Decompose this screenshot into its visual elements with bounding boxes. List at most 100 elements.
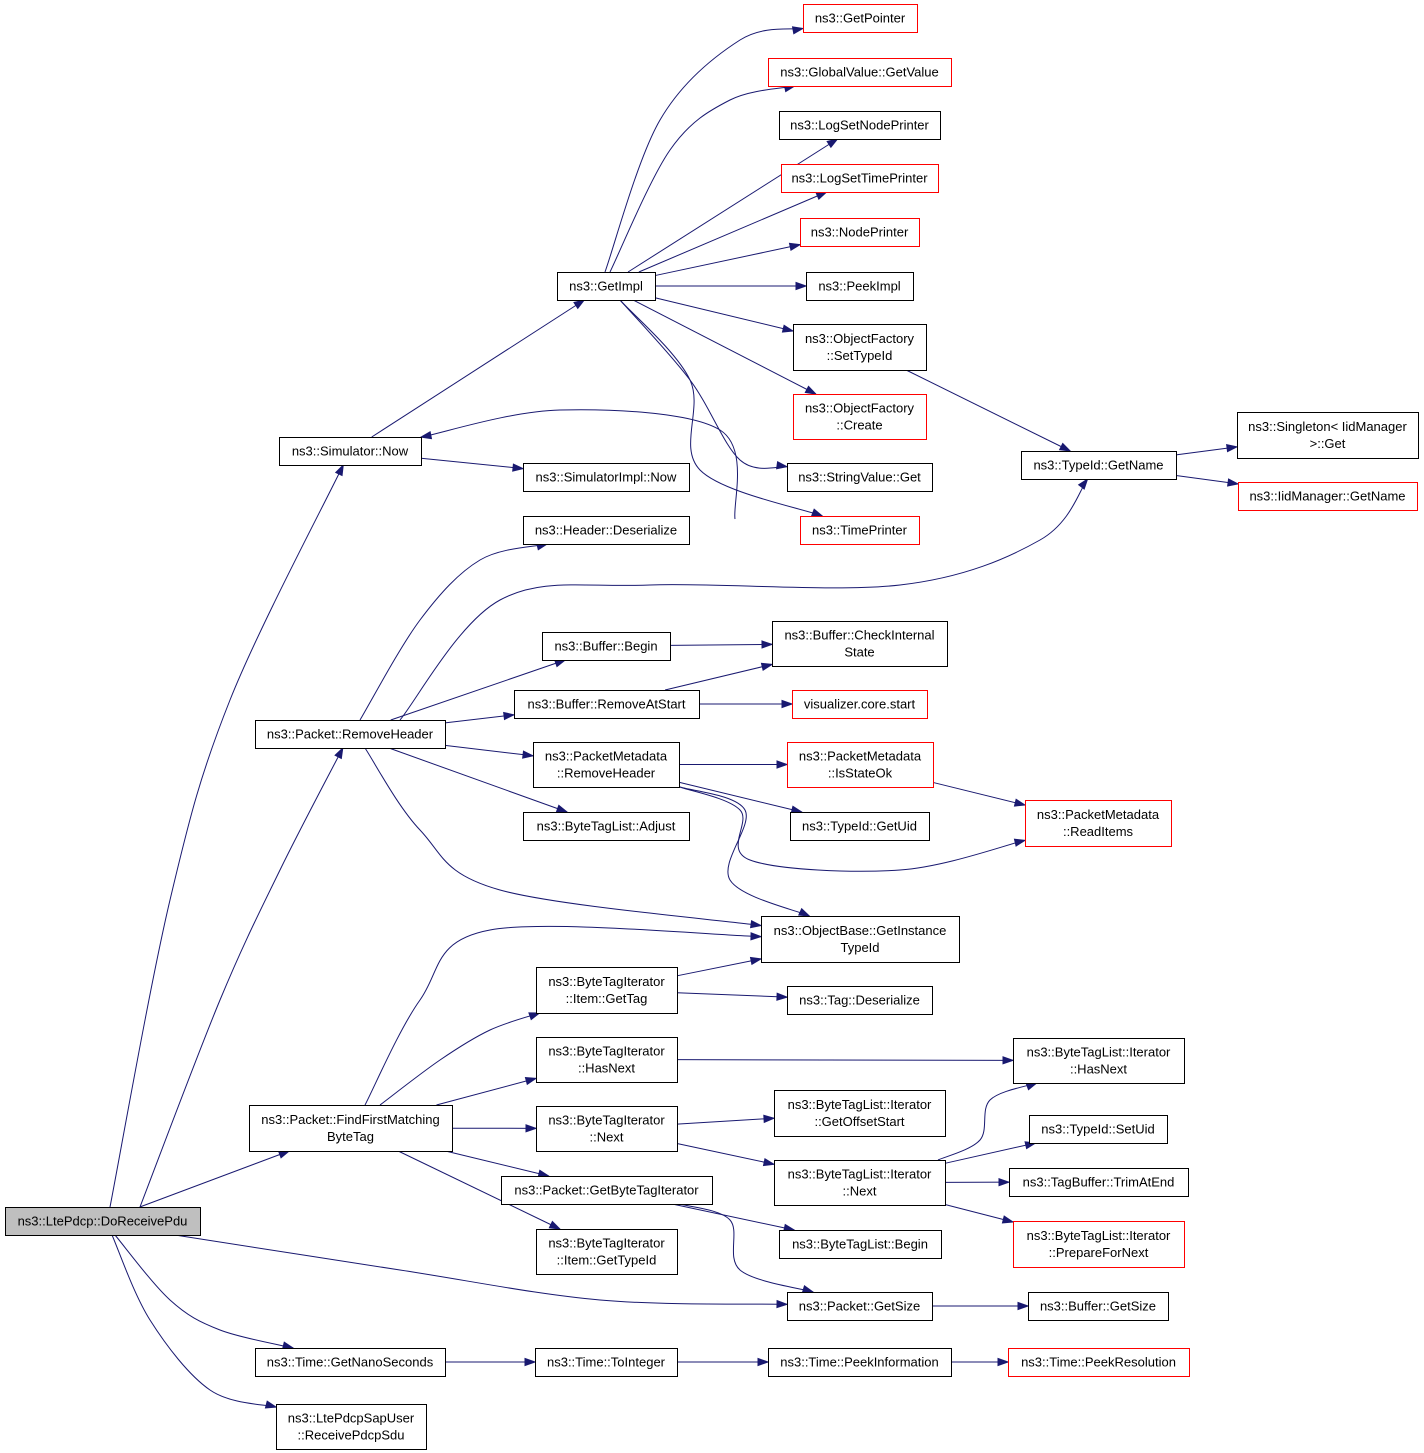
node-pkt-removeheader[interactable]: ns3::Packet::RemoveHeader [255, 720, 446, 749]
node-box[interactable] [536, 1229, 678, 1275]
node-box[interactable] [249, 1105, 453, 1152]
node-box[interactable] [1009, 1168, 1189, 1197]
node-box[interactable] [536, 967, 678, 1014]
node-singleton-get[interactable]: ns3::Singleton< IidManager>::Get [1237, 412, 1419, 459]
node-pkt-getsize[interactable]: ns3::Packet::GetSize [787, 1292, 933, 1321]
node-sv-get[interactable]: ns3::StringValue::Get [787, 463, 933, 492]
node-box[interactable] [772, 621, 948, 667]
node-sim-now[interactable]: ns3::Simulator::Now [279, 437, 422, 466]
node-box[interactable] [533, 742, 680, 788]
node-box[interactable] [536, 1106, 678, 1152]
node-peekimpl[interactable]: ns3::PeekImpl [806, 272, 914, 301]
node-getpointer[interactable]: ns3::GetPointer [803, 4, 918, 33]
node-box[interactable] [787, 463, 933, 492]
node-box[interactable] [557, 272, 656, 301]
node-of-settypeid[interactable]: ns3::ObjectFactory::SetTypeId [793, 324, 927, 371]
node-tag-deser[interactable]: ns3::Tag::Deserialize [787, 986, 933, 1015]
node-box[interactable] [787, 742, 934, 788]
node-buffer-getsize[interactable]: ns3::Buffer::GetSize [1028, 1292, 1169, 1321]
node-time-peekres[interactable]: ns3::Time::PeekResolution [1008, 1348, 1190, 1377]
node-box[interactable] [768, 58, 952, 87]
node-box[interactable] [1021, 451, 1177, 480]
node-header-deser[interactable]: ns3::Header::Deserialize [523, 516, 690, 545]
node-gv-getvalue[interactable]: ns3::GlobalValue::GetValue [768, 58, 952, 87]
node-getimpl[interactable]: ns3::GetImpl [557, 272, 656, 301]
node-box[interactable] [774, 1090, 946, 1137]
node-viz-start[interactable]: visualizer.core.start [792, 690, 928, 719]
node-box[interactable] [514, 690, 700, 719]
node-bti-hasnext[interactable]: ns3::ByteTagIterator::HasNext [536, 1037, 678, 1083]
node-box[interactable] [1013, 1038, 1185, 1084]
node-box[interactable] [803, 4, 918, 33]
node-pm-readitems[interactable]: ns3::PacketMetadata::ReadItems [1025, 800, 1172, 847]
node-btli-hasnext[interactable]: ns3::ByteTagList::Iterator::HasNext [1013, 1038, 1185, 1084]
node-box[interactable] [276, 1404, 427, 1450]
node-pkt-getbtiter[interactable]: ns3::Packet::GetByteTagIterator [501, 1176, 713, 1205]
node-box[interactable] [279, 437, 422, 466]
node-box[interactable] [255, 1348, 446, 1377]
node-root[interactable]: ns3::LtePdcp::DoReceivePdu [5, 1207, 201, 1236]
node-timeprinter[interactable]: ns3::TimePrinter [800, 516, 920, 545]
node-of-create[interactable]: ns3::ObjectFactory::Create [793, 394, 927, 440]
node-box[interactable] [792, 690, 928, 719]
node-box[interactable] [761, 916, 960, 963]
node-btli-next[interactable]: ns3::ByteTagList::Iterator::Next [774, 1160, 946, 1206]
node-box[interactable] [800, 218, 920, 247]
node-iid-getname[interactable]: ns3::IidManager::GetName [1238, 482, 1418, 511]
node-box[interactable] [781, 164, 939, 193]
node-btl-adjust[interactable]: ns3::ByteTagList::Adjust [523, 812, 690, 841]
node-bti-next[interactable]: ns3::ByteTagIterator::Next [536, 1106, 678, 1152]
node-box[interactable] [793, 324, 927, 371]
node-buffer-begin[interactable]: ns3::Buffer::Begin [542, 632, 671, 661]
node-time-getnano[interactable]: ns3::Time::GetNanoSeconds [255, 1348, 446, 1377]
node-box[interactable] [1238, 482, 1418, 511]
node-typeid-getuid[interactable]: ns3::TypeId::GetUid [790, 812, 930, 841]
node-nodeprinter[interactable]: ns3::NodePrinter [800, 218, 920, 247]
node-box[interactable] [1028, 1292, 1169, 1321]
node-box[interactable] [1025, 800, 1172, 847]
node-box[interactable] [779, 111, 941, 140]
node-box[interactable] [1029, 1115, 1168, 1144]
node-box[interactable] [501, 1176, 713, 1205]
node-sapuser-receive[interactable]: ns3::LtePdcpSapUser::ReceivePdcpSdu [276, 1404, 427, 1450]
node-box[interactable] [774, 1160, 946, 1206]
node-box[interactable] [1237, 412, 1419, 459]
node-logsettime[interactable]: ns3::LogSetTimePrinter [781, 164, 939, 193]
node-pm-removeheader[interactable]: ns3::PacketMetadata::RemoveHeader [533, 742, 680, 788]
node-time-tointeger[interactable]: ns3::Time::ToInteger [535, 1348, 678, 1377]
node-simimpl-now[interactable]: ns3::SimulatorImpl::Now [523, 463, 690, 492]
node-tagbuffer-trim[interactable]: ns3::TagBuffer::TrimAtEnd [1009, 1168, 1189, 1197]
node-box[interactable] [800, 516, 920, 545]
node-box[interactable] [255, 720, 446, 749]
node-box[interactable] [523, 516, 690, 545]
node-btli-getoffset[interactable]: ns3::ByteTagList::Iterator::GetOffsetSta… [774, 1090, 946, 1137]
node-time-peekinfo[interactable]: ns3::Time::PeekInformation [768, 1348, 952, 1377]
node-box[interactable] [787, 986, 933, 1015]
node-box[interactable] [806, 272, 914, 301]
node-box[interactable] [542, 632, 671, 661]
node-box[interactable] [523, 812, 690, 841]
node-box[interactable] [5, 1207, 201, 1236]
node-box[interactable] [1008, 1348, 1190, 1377]
node-box[interactable] [793, 394, 927, 440]
node-box[interactable] [779, 1230, 942, 1259]
node-btl-begin[interactable]: ns3::ByteTagList::Begin [779, 1230, 942, 1259]
node-logsetnode[interactable]: ns3::LogSetNodePrinter [779, 111, 941, 140]
node-box[interactable] [523, 463, 690, 492]
node-typeid-setuid[interactable]: ns3::TypeId::SetUid [1029, 1115, 1168, 1144]
node-box[interactable] [535, 1348, 678, 1377]
node-typeid-getname[interactable]: ns3::TypeId::GetName [1021, 451, 1177, 480]
node-buffer-removeatstart[interactable]: ns3::Buffer::RemoveAtStart [514, 690, 700, 719]
node-box[interactable] [790, 812, 930, 841]
node-bti-gettag[interactable]: ns3::ByteTagIterator::Item::GetTag [536, 967, 678, 1014]
node-box[interactable] [536, 1037, 678, 1083]
node-btli-prepare[interactable]: ns3::ByteTagList::Iterator::PrepareForNe… [1013, 1221, 1185, 1268]
node-box[interactable] [768, 1348, 952, 1377]
node-bti-gettypeid[interactable]: ns3::ByteTagIterator::Item::GetTypeId [536, 1229, 678, 1275]
node-pm-isstateok[interactable]: ns3::PacketMetadata::IsStateOk [787, 742, 934, 788]
node-box[interactable] [1013, 1221, 1185, 1268]
node-box[interactable] [787, 1292, 933, 1321]
